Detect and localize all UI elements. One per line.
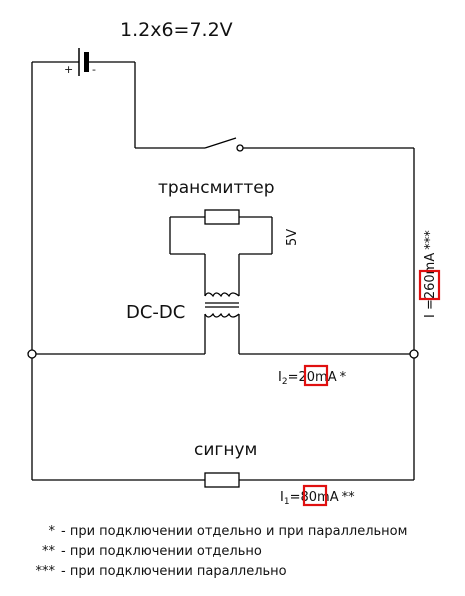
signum-label: сигнум xyxy=(194,440,257,460)
voltage-5v-label: 5V xyxy=(285,229,300,246)
current-i2-highlight xyxy=(303,364,329,387)
dcdc-label: DC-DC xyxy=(126,302,185,323)
signum-resistor xyxy=(32,472,414,488)
footnotes: * - при подключении отдельно и при парал… xyxy=(36,524,408,579)
current-main-value: 260 xyxy=(423,274,438,299)
current-main-stars: *** xyxy=(423,230,438,250)
transformer-symbol xyxy=(204,292,240,354)
current-i1-label: I1=80mA** xyxy=(280,490,355,507)
junction-left xyxy=(27,349,37,359)
battery-symbol xyxy=(32,48,135,76)
note-2-mark: ** xyxy=(42,544,56,559)
note-1-mark: * xyxy=(49,524,56,539)
power-switch xyxy=(134,62,414,152)
junction-right xyxy=(409,349,419,359)
transmitter-circuit xyxy=(169,209,273,296)
current-i1-highlight xyxy=(302,484,328,507)
current-i2-label: I2=20mA* xyxy=(278,370,347,387)
battery-plus-sign: + xyxy=(64,63,73,76)
battery-label: 1.2x6=7.2V xyxy=(120,19,233,41)
note-2-text: - при подключении отдельно xyxy=(61,544,262,559)
current-i2-value: 20 xyxy=(298,370,315,385)
current-main-suffix: mA xyxy=(423,253,438,275)
current-main-label: I =260mA *** xyxy=(423,230,438,318)
current-main-highlight xyxy=(418,269,441,301)
svg-text:I =260mA***: I =260mA *** xyxy=(423,230,438,318)
note-3-mark: *** xyxy=(36,564,56,579)
current-main-prefix: I = xyxy=(423,299,438,318)
battery-minus-sign: - xyxy=(92,63,96,76)
note-1-text: - при подключении отдельно и при паралле… xyxy=(61,524,407,539)
transmitter-label: трансмиттер xyxy=(158,178,275,198)
note-3-text: - при подключении параллельно xyxy=(61,564,287,579)
